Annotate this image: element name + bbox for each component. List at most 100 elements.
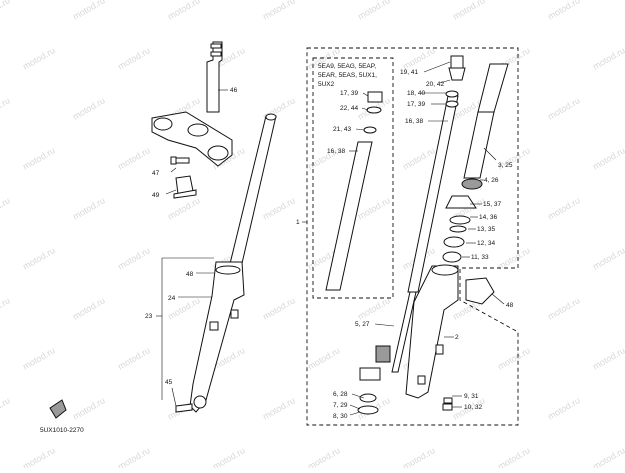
- callout-47: 47: [152, 170, 160, 177]
- part-tag-icon: [49, 399, 67, 419]
- watermark-text: motod.ru: [261, 0, 297, 22]
- model-list: 5EA9, 5EAG, 5EAP, 5EAR, 5EAS, 5UX1, 5UX2: [318, 63, 377, 88]
- leader-lines: [156, 61, 505, 416]
- watermark-text: motod.ru: [546, 95, 582, 121]
- watermark-text: motod.ru: [546, 395, 582, 421]
- model-line-1: 5EA9, 5EAG, 5EAP,: [318, 63, 376, 70]
- watermark-text: motod.ru: [546, 195, 582, 221]
- watermark-text: motod.ru: [306, 345, 342, 371]
- model-line-3: 5UX2: [318, 81, 335, 88]
- callout-3-25: 3, 25: [498, 162, 513, 169]
- watermark-text: motod.ru: [21, 445, 57, 468]
- callout-22-44: 22, 44: [340, 105, 358, 112]
- callout-16-38-left: 16, 38: [327, 148, 345, 155]
- watermark-text: motod.ru: [401, 45, 437, 71]
- callout-5-27: 5, 27: [355, 321, 370, 328]
- outer-tube-upper: [461, 63, 509, 190]
- watermark-text: motod.ru: [546, 295, 582, 321]
- callout-48-left: 48: [186, 271, 194, 278]
- part-48-guard: [465, 277, 495, 305]
- watermark-text: motod.ru: [0, 395, 12, 421]
- watermark-text: motod.ru: [21, 45, 57, 71]
- watermark-text: motod.ru: [591, 345, 625, 371]
- watermark-text: motod.ru: [71, 195, 107, 221]
- watermark-text: motod.ru: [0, 95, 12, 121]
- watermark-text: motod.ru: [591, 145, 625, 171]
- diagram-code: 5UX1010-2270: [40, 427, 84, 434]
- bolt-47: [170, 156, 190, 165]
- callout-10-32: 10, 32: [464, 404, 482, 411]
- watermark-text: motod.ru: [21, 145, 57, 171]
- watermark-text: motod.ru: [591, 245, 625, 271]
- assembled-fork-leg: [175, 113, 277, 413]
- watermark-text: motod.ru: [591, 45, 625, 71]
- callout-4-26: 4, 26: [484, 177, 499, 184]
- watermark-text: motod.ru: [261, 195, 297, 221]
- oil-seal-washers: [442, 195, 477, 263]
- callout-46-top: 46: [230, 87, 238, 94]
- watermark-text: motod.ru: [166, 195, 202, 221]
- callout-23: 23: [145, 313, 153, 320]
- watermark-text: motod.ru: [116, 45, 152, 71]
- watermark-text: motod.ru: [0, 0, 12, 22]
- callout-15-37: 15, 37: [483, 201, 501, 208]
- watermark-text: motod.ru: [496, 345, 532, 371]
- watermark-text: motod.ru: [116, 345, 152, 371]
- watermark-text: motod.ru: [261, 295, 297, 321]
- watermark-text: motod.ru: [401, 145, 437, 171]
- callout-13-35: 13, 35: [477, 226, 495, 233]
- watermark-text: motod.ru: [401, 445, 437, 468]
- callout-20-42: 20, 42: [426, 81, 444, 88]
- watermark-text: motod.ru: [71, 0, 107, 22]
- watermark-text: motod.ru: [116, 445, 152, 468]
- callout-16-38-right: 16, 38: [405, 118, 423, 125]
- part-49: [173, 175, 197, 199]
- watermark-text: motod.ru: [0, 195, 12, 221]
- callout-labels: 46 47 49 48 24 23 45 1 19, 41 20, 42 18,…: [145, 69, 514, 420]
- callout-24: 24: [168, 295, 176, 302]
- steering-stem-assembly: [151, 41, 233, 167]
- watermark-text: motod.ru: [116, 145, 152, 171]
- watermark-text: motod.ru: [21, 245, 57, 271]
- assembly-boundary: [306, 47, 519, 426]
- callout-9-31: 9, 31: [464, 393, 479, 400]
- watermark-text: motod.ru: [306, 445, 342, 468]
- watermark-text: motod.ru: [356, 295, 392, 321]
- watermark-text: motod.ru: [591, 445, 625, 468]
- callout-8-30: 8, 30: [333, 413, 348, 420]
- model-line-2: 5EAR, 5EAS, 5UX1,: [318, 72, 377, 79]
- callout-17-39-right: 17, 39: [407, 101, 425, 108]
- callout-14-36: 14, 36: [479, 214, 497, 221]
- watermark-text: motod.ru: [451, 0, 487, 22]
- callout-2: 2: [455, 334, 459, 341]
- callout-7-29: 7, 29: [333, 402, 348, 409]
- callout-21-43: 21, 43: [333, 126, 351, 133]
- callout-11-33: 11, 33: [471, 254, 489, 261]
- watermark-text: motod.ru: [211, 445, 247, 468]
- watermark-text: motod.ru: [356, 0, 392, 22]
- watermark-text: motod.ru: [0, 295, 12, 321]
- watermark-text: motod.ru: [496, 445, 532, 468]
- watermark-text: motod.ru: [261, 395, 297, 421]
- callout-18-40: 18, 40: [407, 90, 425, 97]
- fork-spring-inset: [325, 91, 383, 291]
- callout-49: 49: [152, 192, 160, 199]
- watermark-text: motod.ru: [116, 245, 152, 271]
- watermark-text: motod.ru: [71, 95, 107, 121]
- callout-12-34: 12, 34: [477, 240, 495, 247]
- outer-tube-slider: [405, 264, 459, 399]
- model-inset-box: [312, 57, 394, 299]
- callout-19-41: 19, 41: [400, 69, 418, 76]
- watermark-text: motod.ru: [356, 195, 392, 221]
- fork-inner-tube: [357, 95, 459, 415]
- callout-1: 1: [296, 219, 300, 226]
- callout-17-39-left: 17, 39: [340, 90, 358, 97]
- watermark-text: motod.ru: [166, 0, 202, 22]
- watermark-text: motod.ru: [71, 395, 107, 421]
- watermark-text: motod.ru: [21, 345, 57, 371]
- watermark-text: motod.ru: [546, 0, 582, 22]
- watermark-text: motod.ru: [71, 295, 107, 321]
